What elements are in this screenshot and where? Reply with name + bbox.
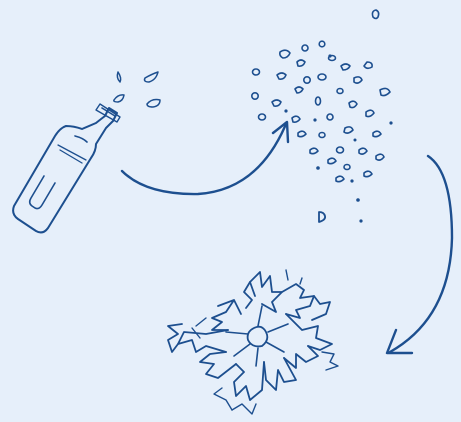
water-bottle-icon [13,72,160,232]
snowflake-icon [168,270,338,414]
curved-arrow-right-icon [122,122,288,194]
water-droplets-icon [252,10,393,223]
curved-arrow-down-icon [387,156,452,353]
